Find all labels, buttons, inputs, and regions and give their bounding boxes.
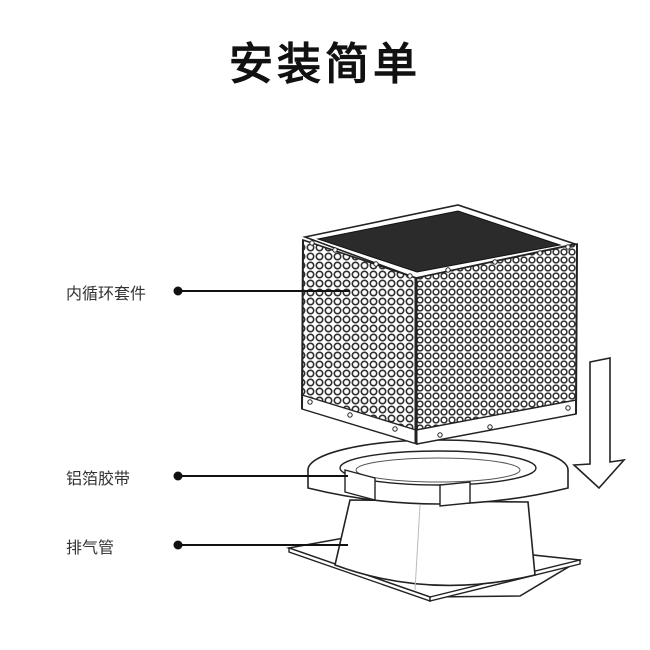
- label-aluminum-tape: 铝箔胶带: [66, 469, 131, 488]
- exhaust-pipe: [334, 499, 536, 591]
- aluminum-tape-ring: [307, 439, 569, 507]
- down-arrow-icon: [572, 357, 627, 490]
- page-title: 安装简单: [229, 39, 421, 90]
- label-exhaust-pipe: 排气管: [66, 538, 115, 557]
- label-filter-kit: 内循环套件: [66, 284, 147, 303]
- filter-cube: [301, 204, 579, 445]
- callout-lines: [173, 286, 350, 550]
